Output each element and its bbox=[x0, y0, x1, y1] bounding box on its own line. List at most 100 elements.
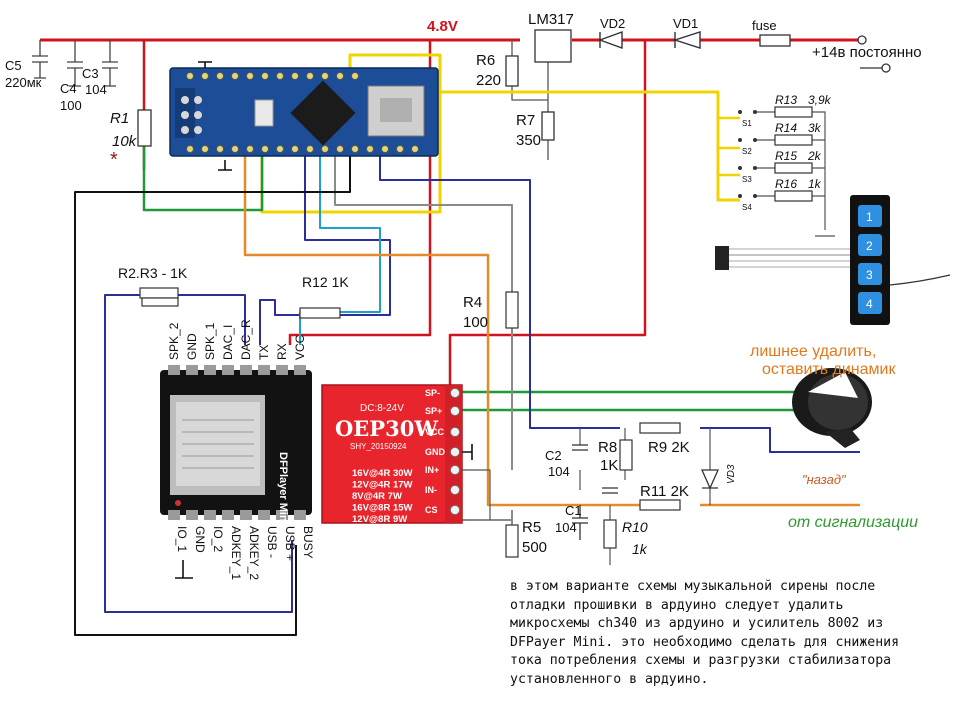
amplifier-dc: DC:8-24V bbox=[360, 403, 404, 414]
r4-label: R4 bbox=[463, 294, 482, 311]
amplifier-pin-gnd: GND bbox=[425, 447, 446, 457]
supply-label: +14в постоянно bbox=[812, 44, 922, 61]
dfplayer-pin-gnd: GND bbox=[193, 526, 207, 553]
dfplayer-pin-io-2: IO_2 bbox=[211, 526, 225, 552]
amplifier-pin-sp-: SP- bbox=[425, 388, 440, 398]
lm317-label: LM317 bbox=[528, 11, 574, 28]
c5-value: 220мк bbox=[5, 75, 42, 90]
dfplayer-pin-busy: BUSY bbox=[301, 526, 315, 559]
r6-value: 220 bbox=[476, 72, 501, 89]
keypad-key[interactable] bbox=[858, 234, 882, 256]
r1-label: R1 bbox=[110, 110, 129, 127]
amplifier-pin-cs: CS bbox=[425, 505, 438, 515]
r16-label: R16 bbox=[775, 177, 797, 191]
amplifier-pin-sp-: SP+ bbox=[425, 406, 442, 416]
amplifier-board bbox=[321, 384, 463, 524]
keypad-key[interactable] bbox=[858, 292, 882, 314]
amplifier-pin-in-: IN- bbox=[425, 485, 437, 495]
keypad-key-label: 4 bbox=[866, 297, 873, 311]
r6-label: R6 bbox=[476, 52, 495, 69]
r1-resistor bbox=[137, 109, 152, 147]
keypad-key[interactable] bbox=[858, 205, 882, 227]
c1-c2-plates bbox=[572, 444, 618, 494]
amplifier-power-row: 16V@4R 30W bbox=[352, 468, 413, 479]
r14-label: R14 bbox=[775, 121, 797, 135]
r15-label: R15 bbox=[775, 149, 797, 163]
fuse bbox=[759, 34, 791, 47]
s3-label: S3 bbox=[742, 175, 752, 184]
dfplayer-pin-dac-r: DAC_R bbox=[239, 319, 253, 360]
r16-value: 1k bbox=[808, 177, 822, 191]
c2-value: 104 bbox=[548, 464, 570, 479]
membrane-keypad bbox=[715, 195, 951, 325]
r5-label: R5 bbox=[522, 519, 541, 536]
dfplayer-pin-tx: TX bbox=[257, 345, 271, 360]
dfplayer-pin-rx: RX bbox=[275, 343, 289, 360]
r13-label: R13 bbox=[775, 93, 797, 107]
r9-resistor bbox=[639, 422, 681, 434]
r8-value: 1K bbox=[600, 457, 618, 474]
r2-resistor bbox=[139, 287, 179, 299]
r4-resistor bbox=[505, 291, 519, 329]
dfplayer-pin-spk-2: SPK_2 bbox=[167, 322, 181, 360]
fuse-label: fuse bbox=[752, 18, 777, 33]
arduino-nano bbox=[169, 67, 439, 157]
amplifier-power-row: 8V@4R 7W bbox=[352, 491, 402, 502]
r13-value: 3,9k bbox=[808, 93, 832, 107]
switch-bus bbox=[718, 116, 740, 177]
amplifier-ground bbox=[462, 444, 473, 460]
s4-label: S4 bbox=[742, 203, 752, 212]
amplifier-power-row: 16V@8R 15W bbox=[352, 503, 413, 514]
vd3-label: VD3 bbox=[726, 464, 737, 484]
vd1-label: VD1 bbox=[673, 16, 698, 31]
r11-resistor bbox=[639, 499, 681, 511]
r4-value: 100 bbox=[463, 314, 488, 331]
r10-resistor bbox=[603, 519, 617, 549]
r15-value: 2k bbox=[807, 149, 822, 163]
ground-terminal bbox=[881, 63, 891, 73]
s2-label: S2 bbox=[742, 147, 752, 156]
from-alarm-label: от сигнализации bbox=[788, 514, 918, 531]
r8-label: R8 bbox=[598, 439, 617, 456]
r12-resistor bbox=[299, 307, 341, 319]
dfplayer-pin-gnd: GND bbox=[185, 333, 199, 360]
keypad-key-label: 3 bbox=[866, 268, 873, 282]
dfplayer-pin-usb-: USB + bbox=[283, 526, 297, 561]
c1-capacitor bbox=[572, 505, 588, 540]
blue-wire-1 bbox=[379, 150, 620, 429]
r7-label: R7 bbox=[516, 112, 535, 129]
dfplayer-ground bbox=[175, 560, 193, 579]
blue-wire-2 bbox=[259, 150, 391, 345]
r7-resistor bbox=[541, 111, 555, 141]
regulator-wires bbox=[511, 40, 549, 160]
circuit-note: в этом варианте схемы музыкальной сирены… bbox=[510, 579, 900, 687]
dfplayer-pin-vcc: VCC bbox=[293, 334, 307, 360]
vd2-label: VD2 bbox=[600, 16, 625, 31]
r12-label: R12 1K bbox=[302, 274, 349, 290]
keypad-key-label: 1 bbox=[866, 210, 873, 224]
dfplayer-module bbox=[160, 365, 312, 520]
amplifier-serial: SHY_20150924 bbox=[350, 442, 407, 451]
dfplayer-pin-usb-: USB - bbox=[265, 526, 279, 558]
r7-value: 350 bbox=[516, 132, 541, 149]
r1-star: * bbox=[110, 149, 118, 171]
dfplayer-pin-adkey-2: ADKEY_2 bbox=[247, 526, 261, 580]
dfplayer-pin-spk-1: SPK_1 bbox=[203, 322, 217, 360]
switch-contacts bbox=[738, 110, 757, 198]
amplifier-power-row: 12V@8R 9W bbox=[352, 514, 407, 525]
c3-value: 104 bbox=[85, 82, 107, 97]
c4-value: 100 bbox=[60, 98, 82, 113]
keypad-key[interactable] bbox=[858, 263, 882, 285]
amplifier-power-row: 12V@4R 17W bbox=[352, 480, 413, 491]
black-wire bbox=[74, 150, 351, 636]
resistor-ladder bbox=[755, 111, 835, 237]
voltage-label: 4.8V bbox=[427, 18, 458, 35]
input-capacitors bbox=[32, 40, 118, 87]
blue-wire-r2r3 bbox=[104, 294, 293, 613]
orange-wire bbox=[243, 150, 860, 507]
r6-resistor bbox=[505, 55, 519, 87]
r2r3-label: R2.R3 - 1K bbox=[118, 265, 188, 281]
